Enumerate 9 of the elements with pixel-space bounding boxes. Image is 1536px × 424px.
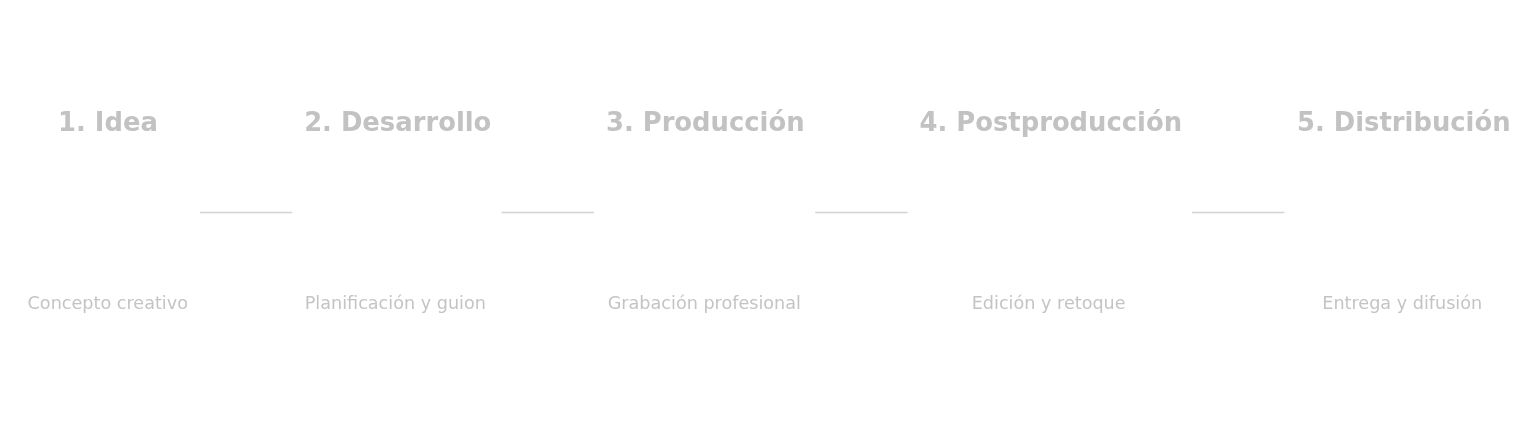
- node-text: 1. Idea Concepto creativo: [27, 106, 188, 313]
- connector: [500, 211, 595, 213]
- node-text: 2. Desarrollo Planificación y guion: [304, 106, 492, 313]
- connector: [814, 211, 909, 213]
- node-text: 3. Producción Grabación profesional: [605, 106, 805, 313]
- connector: [1191, 211, 1286, 213]
- connector: [199, 211, 294, 213]
- node-text: 4. Postproducción Edición y retoque: [919, 106, 1183, 313]
- node-text: 5. Distribución Entrega y difusión: [1297, 106, 1511, 313]
